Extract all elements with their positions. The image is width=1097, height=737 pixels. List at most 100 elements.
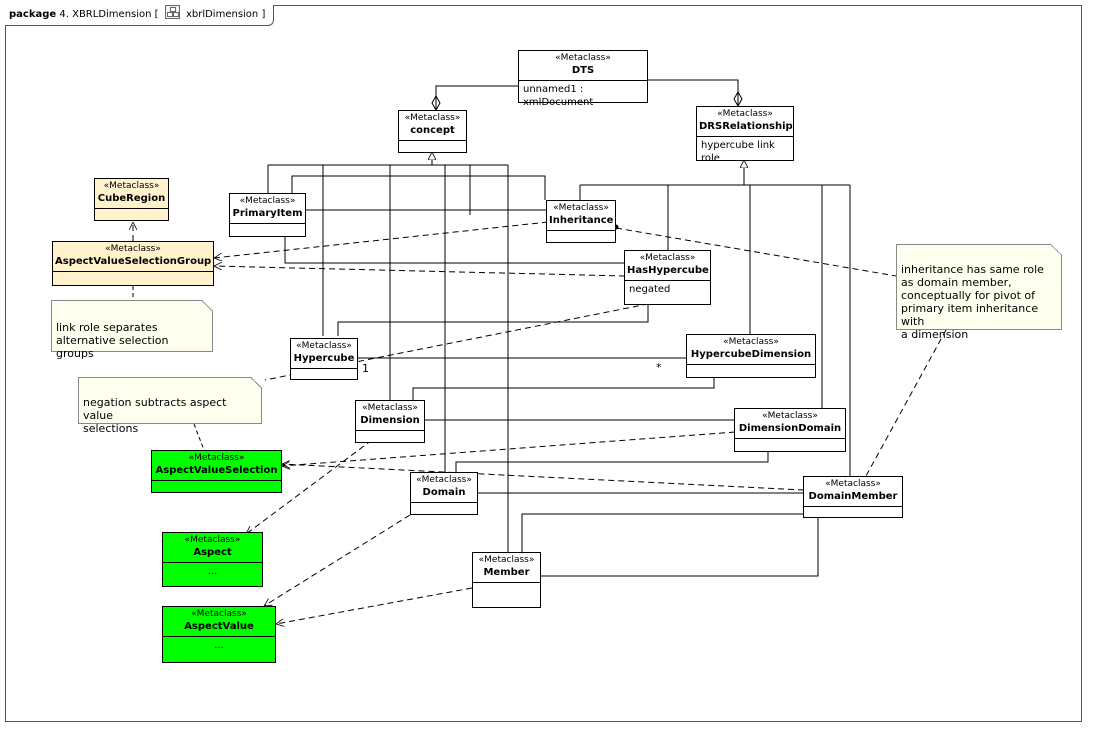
class-dts[interactable]: «Metaclass» DTS unnamed1 : xmlDocument xyxy=(518,50,648,108)
class-name: Dimension xyxy=(360,415,420,426)
stereotype-label: «Metaclass» xyxy=(105,244,161,254)
class-name: DTS xyxy=(571,65,595,76)
class-name: DomainMember xyxy=(808,491,898,502)
stereotype-label: «Metaclass» xyxy=(762,411,818,421)
stereotype-label: «Metaclass» xyxy=(717,109,773,119)
class-hypercube[interactable]: «Metaclass» Hypercube xyxy=(290,338,358,380)
class-concept[interactable]: «Metaclass» concept xyxy=(398,110,467,153)
class-name: AspectValueSelection xyxy=(155,465,278,476)
empty-compartment xyxy=(411,503,477,514)
note-link-role[interactable]: link role separates alternative selectio… xyxy=(51,300,213,360)
bracket-close: ] xyxy=(261,9,266,20)
class-name: PrimaryItem xyxy=(232,208,303,219)
hashypercube-hypercube-edge xyxy=(337,305,649,336)
empty-compartment xyxy=(687,365,815,376)
class-name: AspectValue xyxy=(184,621,254,632)
class-name: DimensionDomain xyxy=(738,423,842,434)
dimension-aspect-dependency xyxy=(246,439,373,534)
class-aspect-value[interactable]: «Metaclass» AspectValue ... xyxy=(162,606,276,663)
stereotype-label: «Metaclass» xyxy=(639,253,696,263)
dts-drs-diamond xyxy=(733,90,743,108)
note-negation[interactable]: negation subtracts aspect value selectio… xyxy=(78,377,262,435)
stereotype-label: «Metaclass» xyxy=(191,609,247,619)
class-has-hypercube[interactable]: «Metaclass» HasHypercube negated xyxy=(624,250,711,305)
stereotype-label: «Metaclass» xyxy=(825,479,881,489)
class-diagram-icon xyxy=(164,5,180,19)
class-domain[interactable]: «Metaclass» Domain xyxy=(410,472,478,515)
stereotype-label: «Metaclass» xyxy=(103,181,160,191)
class-hypercube-dimension[interactable]: «Metaclass» HypercubeDimension xyxy=(686,334,816,378)
stereotype-label: «Metaclass» xyxy=(188,453,245,463)
attribute: hypercube link role xyxy=(701,140,775,164)
class-name: HasHypercube xyxy=(627,265,709,276)
stereotype-label: «Metaclass» xyxy=(416,475,472,485)
stereotype-label: «Metaclass» xyxy=(296,341,352,351)
multiplicity-hypercube: 1 xyxy=(362,362,369,375)
empty-compartment xyxy=(804,507,902,518)
class-aspect-value-selection[interactable]: «Metaclass» AspectValueSelection xyxy=(151,450,282,493)
class-name: Member xyxy=(483,567,530,578)
attribute: negated xyxy=(629,284,671,295)
empty-compartment xyxy=(291,369,357,380)
empty-compartment xyxy=(547,231,615,242)
class-name: AspectValueSelectionGroup xyxy=(55,256,212,267)
class-dimension-domain[interactable]: «Metaclass» DimensionDomain xyxy=(734,408,846,452)
class-domain-member[interactable]: «Metaclass» DomainMember xyxy=(803,476,903,518)
class-inheritance[interactable]: «Metaclass» Inheritance xyxy=(546,200,616,243)
empty-compartment xyxy=(53,272,213,283)
class-name: Hypercube xyxy=(293,353,355,364)
dts-concept-diamond xyxy=(431,94,441,112)
stereotype-label: «Metaclass» xyxy=(723,337,779,347)
member-aspectvalue-dependency xyxy=(276,587,473,624)
attribute-ellipsis: ... xyxy=(214,640,224,651)
inheritance-primaryitem-edge xyxy=(291,175,546,200)
attribute-ellipsis: ... xyxy=(207,566,218,577)
package-keyword: package xyxy=(9,9,57,20)
bracket-open: [ xyxy=(154,9,159,20)
stereotype-label: «Metaclass» xyxy=(478,555,535,565)
class-cube-region[interactable]: «Metaclass» CubeRegion xyxy=(94,178,169,221)
empty-compartment xyxy=(356,431,424,442)
class-aspect-value-selection-group[interactable]: «Metaclass» AspectValueSelectionGroup xyxy=(52,241,214,286)
stereotype-label: «Metaclass» xyxy=(239,196,296,206)
dimensiondomain-domain-edge xyxy=(455,452,769,472)
class-dimension[interactable]: «Metaclass» Dimension xyxy=(355,400,425,443)
class-name: Inheritance xyxy=(549,215,614,226)
class-drs-relationship[interactable]: «Metaclass»DRSRelationship hypercube lin… xyxy=(696,106,794,164)
class-name: CubeRegion xyxy=(97,193,166,204)
note-inheritance-role[interactable]: inheritance has same role as domain memb… xyxy=(896,244,1062,341)
member-domainmember-edge xyxy=(521,513,804,552)
note-inheritance-domainmember-anchor xyxy=(865,329,947,477)
class-member[interactable]: «Metaclass» Member xyxy=(472,552,541,608)
diagram-ref[interactable]: xbrlDimension xyxy=(185,9,259,20)
class-aspect[interactable]: «Metaclass» Aspect ... xyxy=(162,532,263,587)
hypercubedimension-dimension-edge xyxy=(412,378,715,400)
stereotype-label: «Metaclass» xyxy=(553,203,609,213)
note-inheritance-anchor xyxy=(615,227,897,277)
dts-concept-edge xyxy=(435,85,518,110)
class-name: concept xyxy=(410,125,455,136)
package-header: package 4. XBRLDimension [ xbrlDimension… xyxy=(5,5,275,26)
empty-compartment xyxy=(230,224,305,235)
class-primary-item[interactable]: «Metaclass» PrimaryItem xyxy=(229,193,306,237)
attribute: unnamed1 : xmlDocument xyxy=(523,84,594,108)
diagram-frame xyxy=(5,5,1082,722)
multiplicity-hypercube-dimension: * xyxy=(656,361,662,374)
package-name: 4. XBRLDimension xyxy=(59,9,152,20)
domainmember-avs-dependency xyxy=(282,464,805,491)
primaryitem-hashypercube-edge xyxy=(284,237,625,264)
empty-compartment xyxy=(735,439,845,450)
stereotype-label: «Metaclass» xyxy=(184,535,241,545)
class-name: Domain xyxy=(422,487,466,498)
note-negation-avs-anchor xyxy=(193,423,205,451)
stereotype-label: «Metaclass» xyxy=(362,403,418,413)
empty-compartment xyxy=(473,583,540,594)
inheritance-avsg-dependency xyxy=(214,221,549,258)
stereotype-label: «Metaclass» xyxy=(555,53,611,63)
dts-drs-edge xyxy=(647,79,739,106)
class-name: Aspect xyxy=(193,547,232,558)
hashypercube-avsg-dependency xyxy=(214,266,626,277)
class-name: HypercubeDimension xyxy=(690,349,812,360)
stereotype-label: «Metaclass» xyxy=(404,113,461,123)
